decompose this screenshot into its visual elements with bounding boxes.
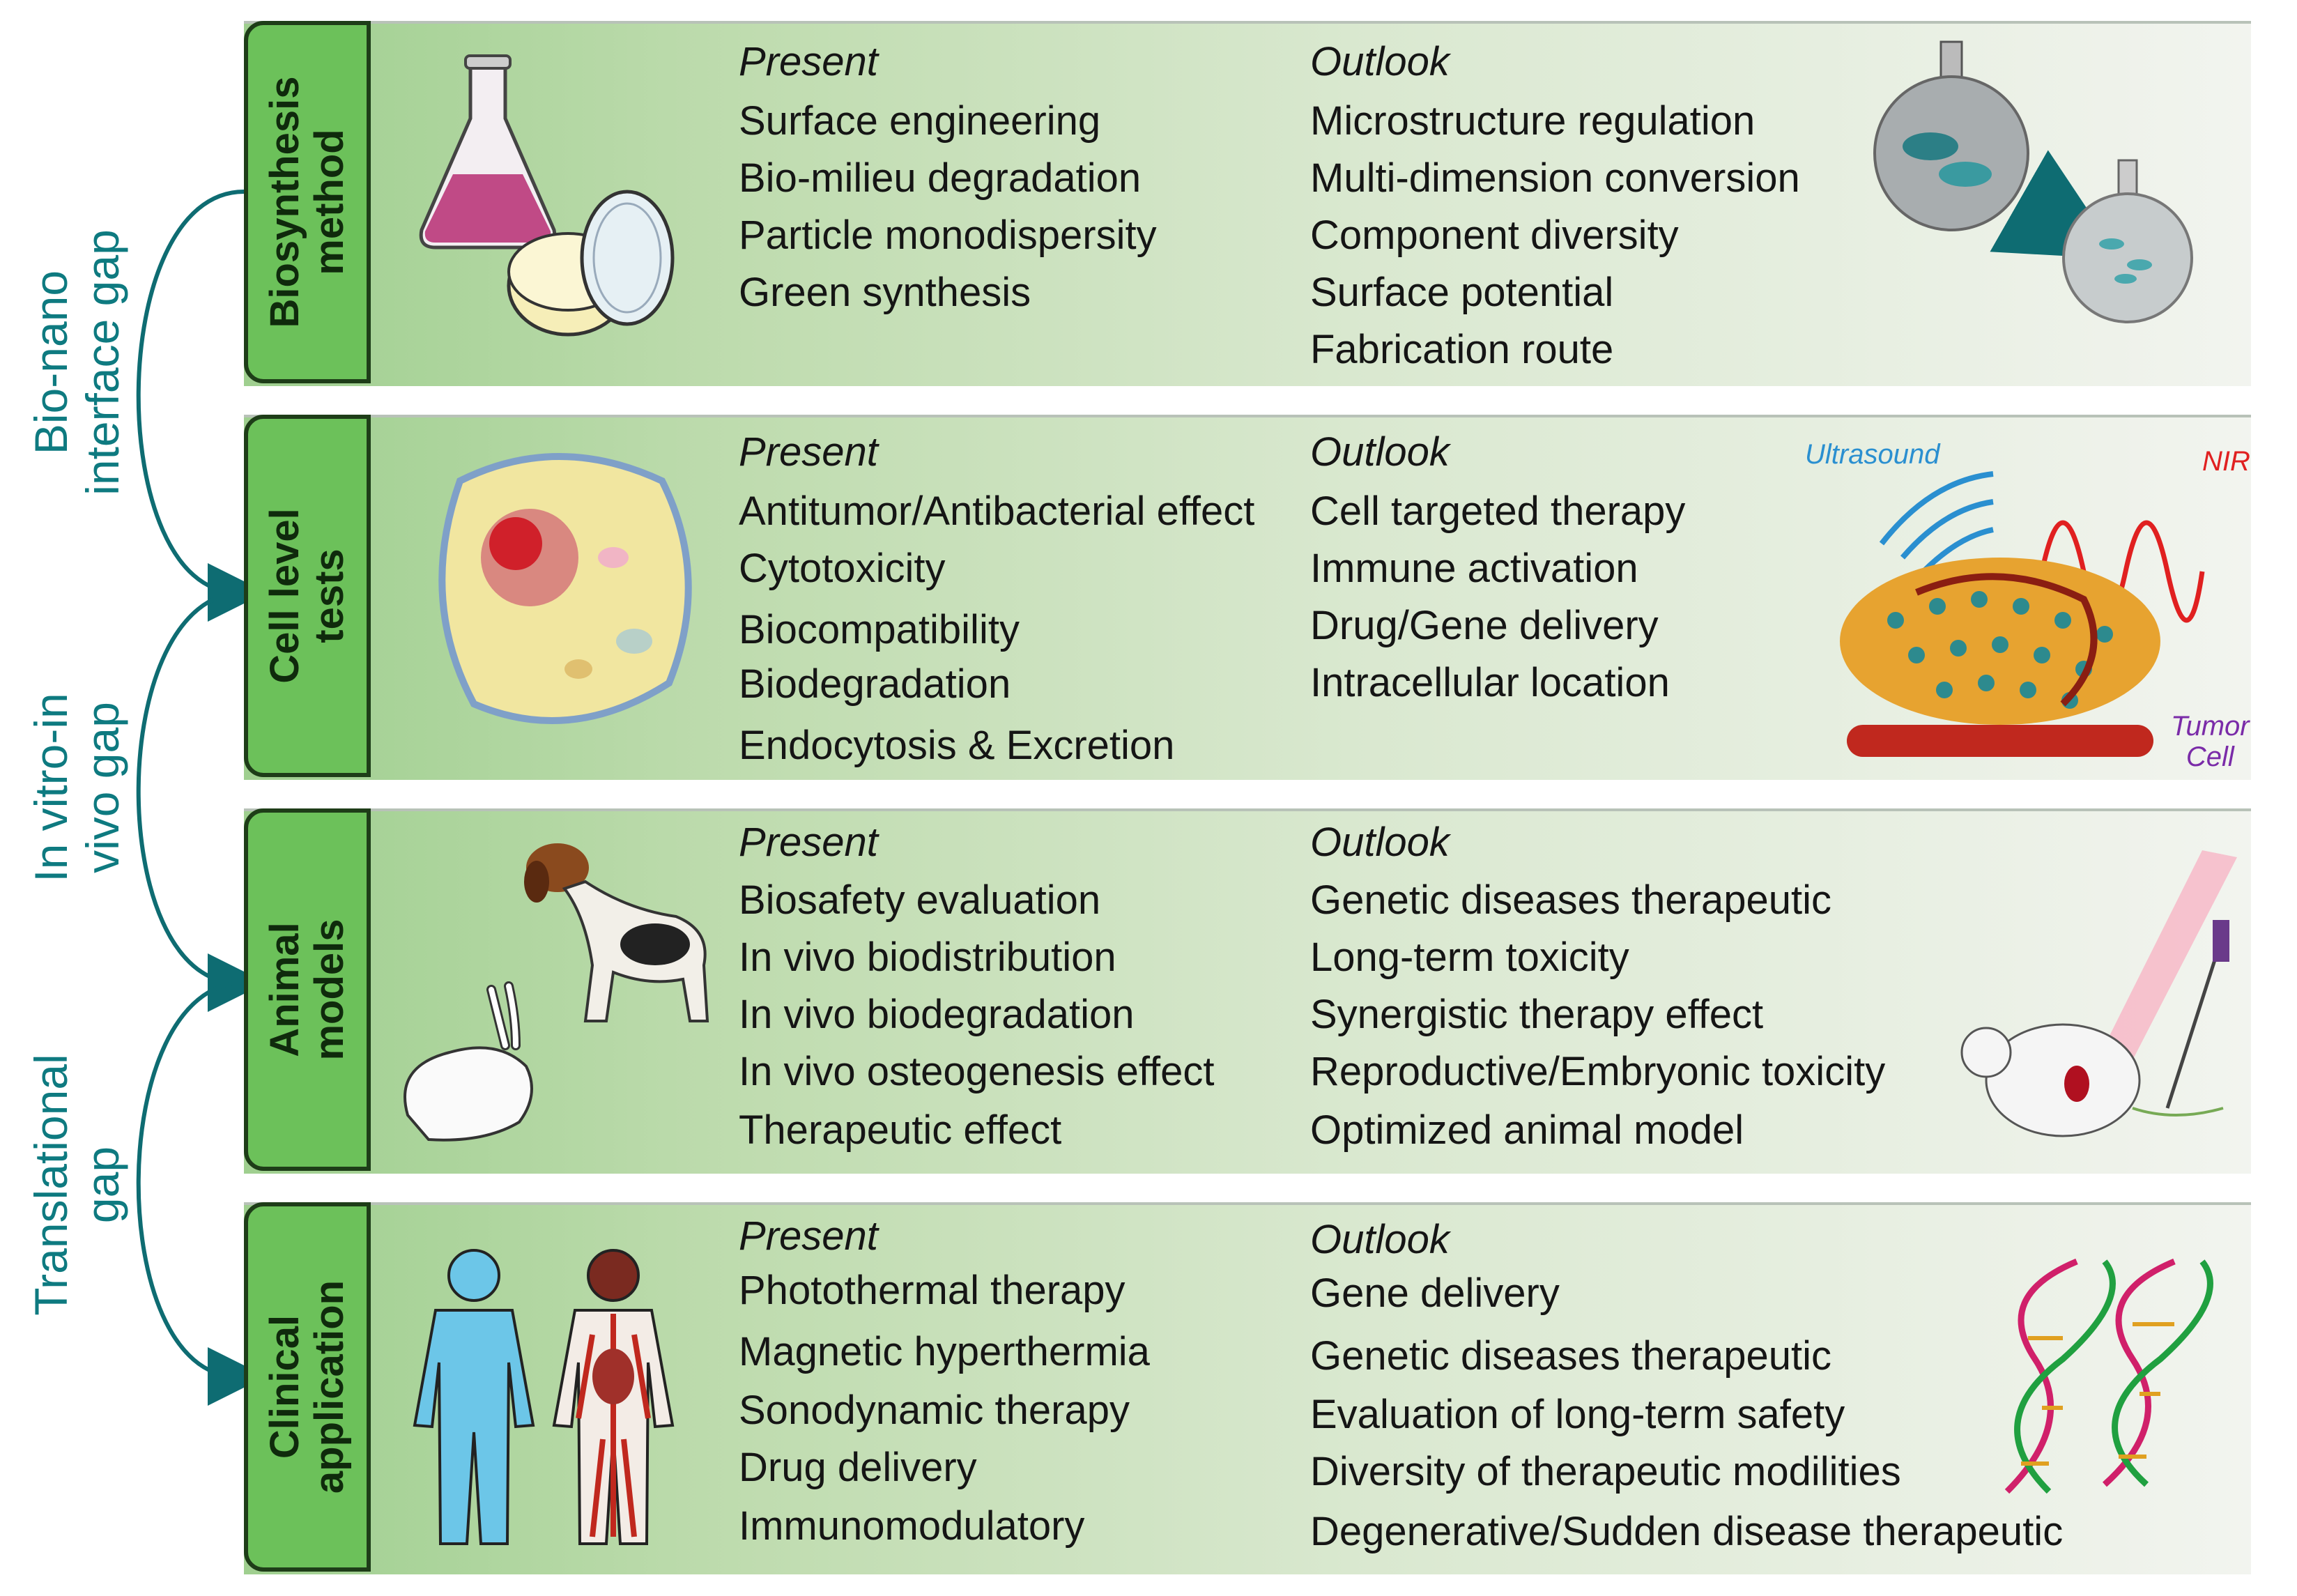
gap-label-line: interface gap xyxy=(77,229,128,496)
gap-label-line: Translational xyxy=(25,1054,77,1316)
outlook-item: Microstructure regulation xyxy=(1310,98,1756,144)
present-item: Photothermal therapy xyxy=(739,1268,1126,1313)
connector-arrow-1 xyxy=(136,190,266,622)
present-item: Biocompatibility xyxy=(739,607,1020,652)
present-item: Therapeutic effect xyxy=(739,1107,1062,1153)
tab-label-line: Animal xyxy=(262,922,307,1057)
present-heading: Present xyxy=(739,1213,878,1259)
present-item: Green synthesis xyxy=(739,270,1031,315)
present-item: Particle monodispersity xyxy=(739,213,1157,258)
outlook-item: Diversity of therapeutic modilities xyxy=(1310,1449,1901,1494)
gap-label-line: Bio-nano xyxy=(25,270,77,455)
tab-label-line: models xyxy=(307,919,352,1061)
outlook-item: Surface potential xyxy=(1310,270,1614,315)
outlook-item: Evaluation of long-term safety xyxy=(1310,1392,1845,1437)
tumor-cell-label: Tumor Cell xyxy=(2171,711,2250,772)
gap-label-line: gap xyxy=(77,1146,128,1224)
outlook-item: Cell targeted therapy xyxy=(1310,489,1686,534)
outlook-heading: Outlook xyxy=(1310,1217,1450,1262)
present-item: Sonodynamic therapy xyxy=(739,1388,1130,1433)
present-heading: Present xyxy=(739,820,878,865)
outlook-heading: Outlook xyxy=(1310,429,1450,475)
present-item: Endocytosis & Excretion xyxy=(739,723,1175,768)
present-item: In vivo biodistribution xyxy=(739,935,1116,980)
present-heading: Present xyxy=(739,39,878,84)
outlook-item: Multi-dimension conversion xyxy=(1310,155,1800,201)
tab-label-line: Clinical xyxy=(262,1314,307,1459)
outlook-heading: Outlook xyxy=(1310,820,1450,865)
anatomy-icon xyxy=(552,1249,675,1545)
outlook-item: Degenerative/Sudden disease therapeutic xyxy=(1310,1509,2064,1554)
outlook-heading: Outlook xyxy=(1310,39,1450,84)
connector-arrow-3 xyxy=(136,981,266,1406)
tab-clinical: Clinical application xyxy=(244,1202,371,1572)
flask-icon xyxy=(419,54,557,250)
petri-dish-icon xyxy=(507,190,675,337)
tab-label-line: Cell level xyxy=(262,508,307,684)
present-item: Drug delivery xyxy=(739,1445,977,1490)
tumor-cell-label-line: Tumor xyxy=(2171,711,2250,742)
present-item: Biosafety evaluation xyxy=(739,877,1101,923)
present-item: In vivo osteogenesis effect xyxy=(739,1049,1215,1094)
gap-label-translational: Translational gap xyxy=(25,1054,128,1315)
mouse-laser-icon xyxy=(1960,850,2237,1137)
outlook-item: Genetic diseases therapeutic xyxy=(1310,1333,1831,1379)
dna-icon xyxy=(2004,1258,2213,1494)
gap-label-bio-nano: Bio-nano interface gap xyxy=(25,229,128,496)
reaction-flask-icon xyxy=(1873,40,2193,323)
tumor-cell-label-line: Cell xyxy=(2185,742,2234,772)
tab-cell-level: Cell level tests xyxy=(244,415,371,777)
outlook-item: Long-term toxicity xyxy=(1310,935,1629,980)
outlook-item: Drug/Gene delivery xyxy=(1310,603,1659,648)
tab-label: Animal models xyxy=(262,919,352,1061)
tab-label-line: Biosynthesis xyxy=(262,76,307,328)
present-item: Immunomodulatory xyxy=(739,1503,1085,1549)
tab-label-line: method xyxy=(307,129,352,275)
outlook-item: Immune activation xyxy=(1310,546,1638,591)
gap-label-in-vitro: In vitro-in vivo gap xyxy=(25,693,128,882)
outlook-item: Intracellular location xyxy=(1310,660,1670,705)
tab-label: Biosynthesis method xyxy=(262,76,352,328)
dog-icon xyxy=(524,843,709,1022)
outlook-item: Component diversity xyxy=(1310,213,1679,258)
rabbit-icon xyxy=(404,981,533,1142)
connector-arrow-2 xyxy=(136,590,266,1012)
human-body-icon xyxy=(413,1249,535,1545)
outlook-item: Optimized animal model xyxy=(1310,1107,1744,1153)
outlook-item: Fabrication route xyxy=(1310,327,1614,372)
present-item: Surface engineering xyxy=(739,98,1101,144)
outlook-item: Genetic diseases therapeutic xyxy=(1310,877,1831,923)
tab-biosynthesis: Biosynthesis method xyxy=(244,21,371,383)
ultrasound-label: Ultrasound xyxy=(1805,439,1940,470)
outlook-item: Reproductive/Embryonic toxicity xyxy=(1310,1049,1886,1094)
present-item: Antitumor/Antibacterial effect xyxy=(739,489,1255,534)
present-item: Magnetic hyperthermia xyxy=(739,1329,1150,1374)
present-item: Bio-milieu degradation xyxy=(739,155,1142,201)
nir-label: NIR xyxy=(2202,446,2250,477)
cell-icon xyxy=(438,453,692,724)
tab-label-line: tests xyxy=(307,548,352,643)
tab-animal-models: Animal models xyxy=(244,808,371,1171)
outlook-item: Synergistic therapy effect xyxy=(1310,992,1764,1037)
tumor-tissue-icon xyxy=(1840,471,2205,757)
present-item: In vivo biodegradation xyxy=(739,992,1135,1037)
present-heading: Present xyxy=(739,429,878,475)
tab-label-line: application xyxy=(307,1280,352,1494)
present-item: Biodegradation xyxy=(739,661,1011,707)
present-item: Cytotoxicity xyxy=(739,546,946,591)
outlook-item: Gene delivery xyxy=(1310,1271,1560,1316)
tab-label: Clinical application xyxy=(262,1280,352,1494)
gap-label-line: vivo gap xyxy=(77,702,128,873)
gap-label-line: In vitro-in xyxy=(25,693,77,882)
tab-label: Cell level tests xyxy=(262,508,352,684)
